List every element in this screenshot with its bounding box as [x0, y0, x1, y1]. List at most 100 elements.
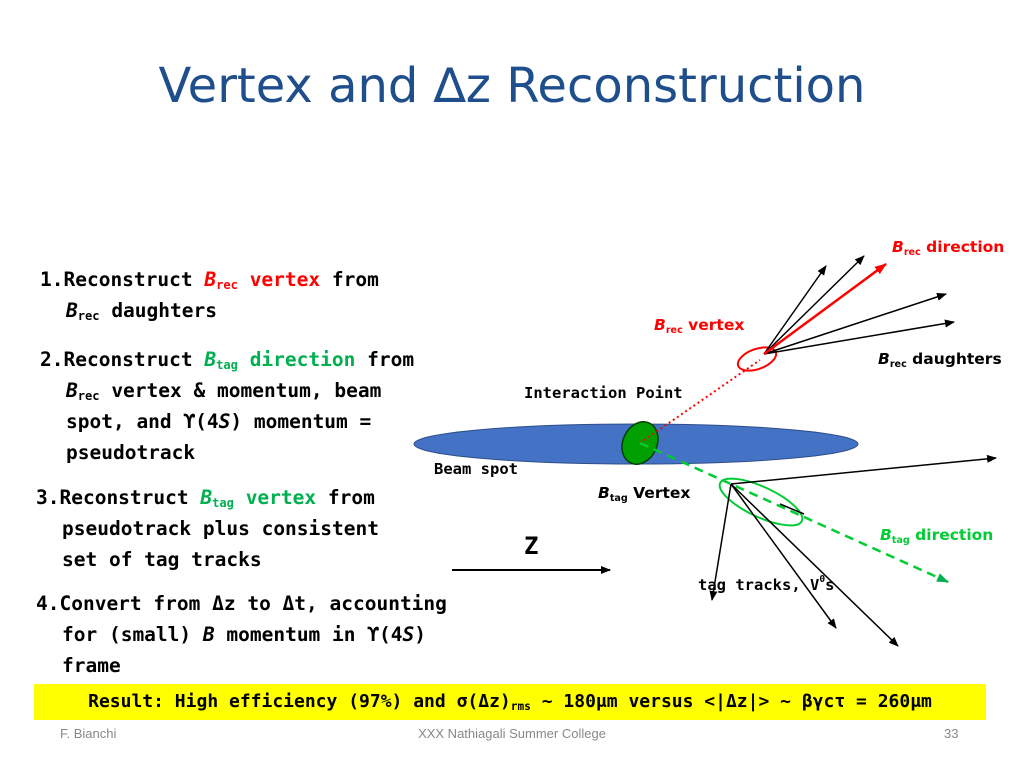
result-banner: Result: High efficiency (97%) and σ(Δz)r… — [34, 684, 986, 720]
step-text: (4 — [195, 410, 219, 433]
brec-direction-arrow — [763, 262, 887, 356]
step-1-line-1: 1.Reconstruct Brec vertex from — [40, 264, 379, 295]
b-symbol: B — [66, 299, 78, 322]
step-2-line-3: spot, and ϒ(4S) momentum = — [40, 406, 414, 437]
step-1: 1.Reconstruct Brec vertex from Brec daug… — [40, 264, 379, 326]
step-4: 4.Convert from Δz to Δt, accounting for … — [36, 588, 447, 681]
step-text: ) momentum = — [230, 410, 372, 433]
step-number: 1. — [40, 268, 64, 291]
b-symbol: B — [654, 316, 666, 334]
step-text: ) — [414, 623, 426, 646]
b-subscript: rec — [77, 389, 100, 403]
result-text: ~ 180μm versus <|Δz|> ~ βγcτ = 260μm — [530, 691, 932, 712]
step-number: 2. — [40, 348, 64, 371]
highlight-word: vertex — [237, 268, 321, 291]
b-subscript: rec — [889, 359, 907, 370]
step-4-line-2: for (small) B momentum in ϒ(4S) — [36, 619, 447, 650]
b-subscript: tag — [212, 496, 234, 510]
tag-track — [730, 454, 997, 485]
tag-tracks-label: tag tracks, V0s — [698, 574, 835, 594]
b-symbol: B — [204, 268, 217, 291]
step-text: from — [316, 486, 375, 509]
slide-title: Vertex and ∆z Reconstruction — [158, 58, 866, 114]
s-symbol: S — [402, 623, 415, 646]
b-subscript: rec — [903, 247, 921, 258]
z-axis-label: Z — [524, 532, 539, 560]
step-1-line-2: Brec daughters — [40, 295, 379, 326]
b-symbol: B — [66, 379, 78, 402]
step-3-line-1: 3.Reconstruct Btag vertex from — [36, 482, 379, 513]
b-symbol: B — [202, 623, 215, 646]
step-text: spot, and — [66, 410, 184, 433]
label-text: s — [825, 576, 835, 594]
footer-author: F. Bianchi — [60, 726, 117, 741]
step-2-line-2: Brec vertex & momentum, beam — [40, 375, 414, 406]
b-subscript: tag — [891, 535, 910, 546]
step-text: vertex & momentum, beam — [99, 379, 382, 402]
b-subscript: rec — [216, 278, 238, 292]
brec-daughter-track — [763, 319, 955, 355]
step-text: Reconstruct — [59, 486, 201, 509]
step-text: for (small) — [62, 623, 203, 646]
b-symbol: B — [598, 484, 610, 502]
step-text: from — [355, 348, 415, 371]
highlight-word: direction — [237, 348, 356, 371]
b-subscript: rec — [77, 309, 100, 323]
b-subscript: tag — [216, 358, 238, 372]
brec-daughters-label: Brec daughters — [878, 350, 1002, 370]
result-subscript: rms — [510, 700, 531, 713]
beam-spot-label: Beam spot — [434, 460, 518, 478]
btag-direction-arrow — [639, 441, 949, 584]
step-text: momentum in — [214, 623, 368, 646]
label-text: daughters — [906, 350, 1002, 368]
label-text: direction — [920, 238, 1005, 256]
brec-daughter-track — [763, 265, 827, 355]
b-symbol: B — [200, 486, 213, 509]
footer-page-number: 33 — [944, 726, 959, 741]
step-4-line-3: frame — [62, 654, 121, 677]
tag-track-stub — [779, 503, 805, 515]
step-3: 3.Reconstruct Btag vertex from pseudotra… — [36, 482, 379, 575]
b-symbol: B — [878, 350, 890, 368]
upsilon-symbol: ϒ — [367, 623, 380, 646]
step-text: Reconstruct — [63, 268, 205, 291]
step-3-line-3: set of tag tracks — [62, 548, 262, 571]
btag-vertex-label: Btag Vertex — [598, 484, 691, 504]
b-symbol: B — [880, 526, 892, 544]
brec-daughter-track — [763, 255, 865, 355]
result-text: Result: High efficiency (97%) and σ(Δz) — [88, 691, 511, 712]
step-2-line-1: 2.Reconstruct Btag direction from — [40, 344, 414, 375]
b-symbol: B — [892, 238, 904, 256]
upsilon-symbol: ϒ — [183, 410, 196, 433]
superscript: 0 — [819, 574, 826, 585]
step-text: Convert from Δz to Δt, accounting — [59, 592, 447, 615]
tag-track — [730, 483, 837, 629]
step-number: 3. — [36, 486, 60, 509]
brec-direction-label: Brec direction — [892, 238, 1005, 258]
b-subscript: tag — [609, 493, 628, 504]
b-symbol: B — [204, 348, 217, 371]
brec-daughter-track — [763, 293, 947, 355]
label-text: tag tracks, V — [698, 576, 820, 594]
ip-to-brec-line — [639, 359, 761, 444]
label-text: Vertex — [627, 484, 691, 502]
label-text: vertex — [682, 316, 745, 334]
b-subscript: rec — [665, 325, 683, 336]
highlight-word: vertex — [233, 486, 317, 509]
step-text: (4 — [379, 623, 403, 646]
footer-event: XXX Nathiagali Summer College — [418, 726, 606, 741]
step-text: from — [320, 268, 379, 291]
brec-vertex-label: Brec vertex — [654, 316, 745, 336]
label-text: direction — [909, 526, 994, 544]
tag-track — [709, 483, 732, 601]
btag-direction-label: Btag direction — [880, 526, 994, 546]
step-3-line-2: pseudotrack plus consistent — [62, 517, 379, 540]
interaction-point-label: Interaction Point — [524, 384, 683, 402]
step-2: 2.Reconstruct Btag direction from Brec v… — [40, 344, 414, 468]
s-symbol: S — [218, 410, 231, 433]
step-text: Reconstruct — [63, 348, 205, 371]
step-4-line-1: 4.Convert from Δz to Δt, accounting — [36, 588, 447, 619]
step-text: daughters — [99, 299, 217, 322]
step-2-line-4: pseudotrack — [66, 441, 196, 464]
